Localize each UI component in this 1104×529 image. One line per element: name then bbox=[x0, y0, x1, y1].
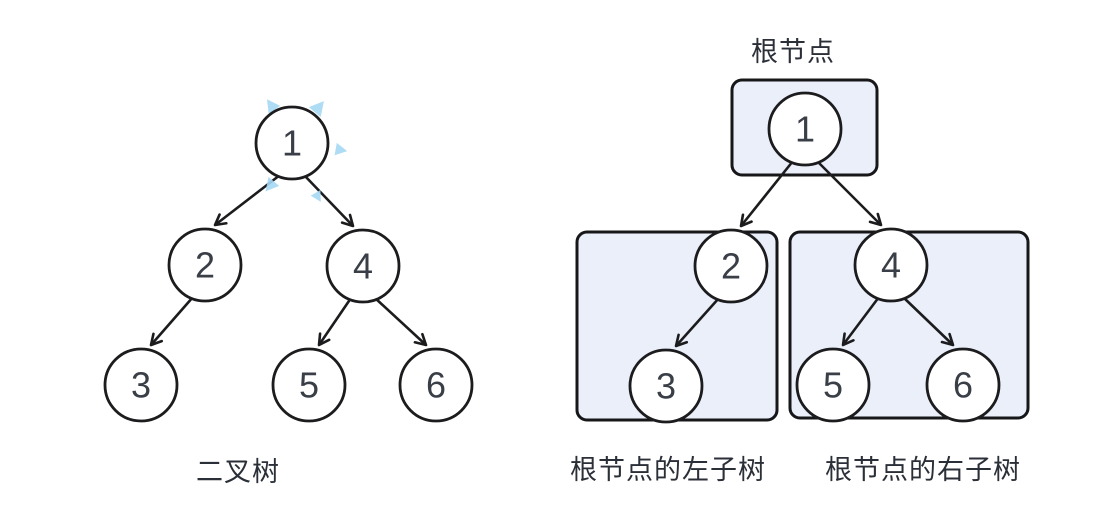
tree-node-subtree-decomposition-5 bbox=[795, 347, 871, 423]
tree-node-label: 2 bbox=[195, 245, 215, 286]
edge-4-to-5 bbox=[841, 296, 881, 347]
tree-node-subtree-decomposition-2 bbox=[693, 228, 769, 304]
caption-binary-tree: 二叉树 bbox=[196, 457, 280, 487]
tree-subtree-decomposition: 1 2 4 3 5 6 bbox=[575, 78, 1030, 424]
tree-node-label: 2 bbox=[721, 246, 741, 287]
edge-2-to-3 bbox=[149, 296, 194, 347]
tree-node-subtree-decomposition-6 bbox=[925, 347, 1001, 423]
tree-node-label: 4 bbox=[353, 246, 373, 287]
tree-node-binary-tree-3 bbox=[103, 347, 179, 423]
edge-1-to-2 bbox=[739, 160, 795, 228]
tree-node-label: 1 bbox=[795, 109, 815, 150]
tree-node-label: 5 bbox=[299, 365, 319, 406]
highlight-artifact bbox=[266, 99, 281, 114]
tree-node-label: 3 bbox=[656, 366, 676, 407]
edge-1-to-4 bbox=[303, 174, 355, 228]
tree-node-label: 4 bbox=[881, 245, 901, 286]
tree-node-label: 6 bbox=[426, 365, 446, 406]
caption-root-node: 根节点 bbox=[751, 37, 835, 67]
tree-node-binary-tree-5 bbox=[271, 347, 347, 423]
tree-node-label: 6 bbox=[953, 365, 973, 406]
highlight-artifact bbox=[310, 190, 321, 202]
tree-binary-tree: 1 2 4 3 5 6 bbox=[103, 99, 474, 423]
edge-4-to-6 bbox=[902, 296, 955, 347]
tree-node-subtree-decomposition-1 bbox=[767, 91, 843, 167]
highlight-artifact bbox=[334, 142, 348, 156]
edge-4-to-6 bbox=[374, 297, 428, 347]
tree-node-subtree-decomposition-4 bbox=[853, 227, 929, 303]
tree-node-binary-tree-6 bbox=[398, 347, 474, 423]
highlight-artifact bbox=[308, 101, 324, 118]
tree-node-binary-tree-2 bbox=[167, 227, 243, 303]
tree-node-label: 5 bbox=[823, 365, 843, 406]
tree-node-label: 1 bbox=[282, 123, 302, 164]
edge-4-to-5 bbox=[317, 297, 353, 347]
caption-left-subtree: 根节点的左子树 bbox=[570, 455, 766, 485]
caption-right-subtree: 根节点的右子树 bbox=[825, 455, 1021, 485]
edge-1-to-4 bbox=[816, 160, 883, 227]
tree-node-binary-tree-4 bbox=[325, 228, 401, 304]
tree-node-label: 3 bbox=[131, 365, 151, 406]
tree-node-subtree-decomposition-3 bbox=[628, 348, 704, 424]
tree-node-binary-tree-1 bbox=[254, 105, 330, 181]
edge-2-to-3 bbox=[674, 297, 720, 348]
highlight-artifact bbox=[265, 176, 280, 192]
